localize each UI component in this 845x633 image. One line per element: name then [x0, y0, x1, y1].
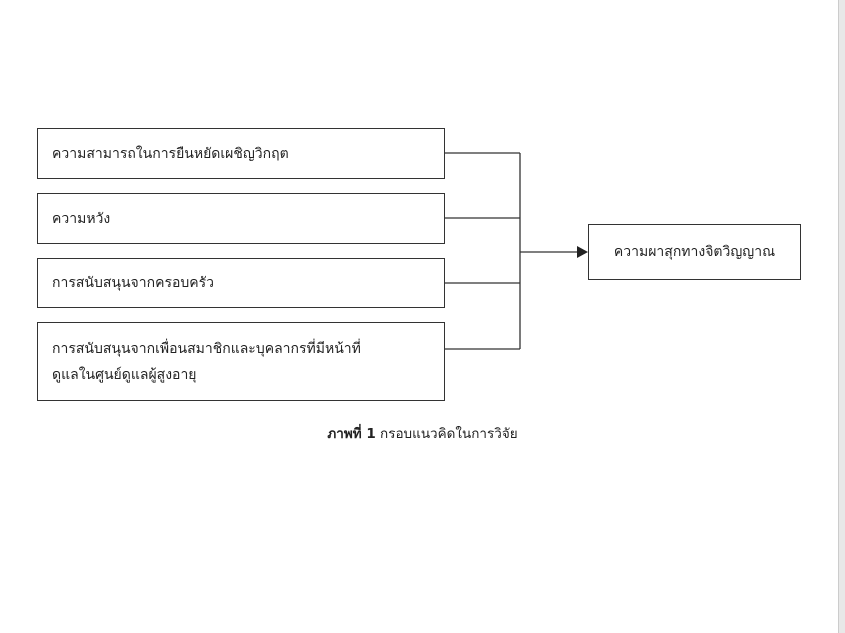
input-box-hope: ความหวัง [37, 193, 445, 244]
input-label: ความสามารถในการยืนหยัดเผชิญวิกฤต [52, 145, 289, 162]
output-box-spiritual-wellbeing: ความผาสุกทางจิตวิญญาณ [588, 224, 801, 280]
input-label: ความหวัง [52, 210, 111, 227]
input-box-peer-staff-support: การสนับสนุนจากเพื่อนสมาชิกและบุคลากรที่ม… [37, 322, 445, 401]
caption-prefix: ภาพที่ 1 [327, 426, 376, 442]
arrow-head-icon [577, 246, 588, 258]
input-label: การสนับสนุนจากเพื่อนสมาชิกและบุคลากรที่ม… [52, 340, 361, 383]
input-box-family-support: การสนับสนุนจากครอบครัว [37, 258, 445, 308]
output-label: ความผาสุกทางจิตวิญญาณ [613, 244, 776, 260]
scrollbar[interactable] [838, 0, 845, 633]
input-label: การสนับสนุนจากครอบครัว [52, 275, 215, 291]
caption-text: กรอบแนวคิดในการวิจัย [380, 426, 518, 442]
input-box-resilience: ความสามารถในการยืนหยัดเผชิญวิกฤต [37, 128, 445, 179]
figure-caption: ภาพที่ 1 กรอบแนวคิดในการวิจัย [0, 422, 845, 444]
